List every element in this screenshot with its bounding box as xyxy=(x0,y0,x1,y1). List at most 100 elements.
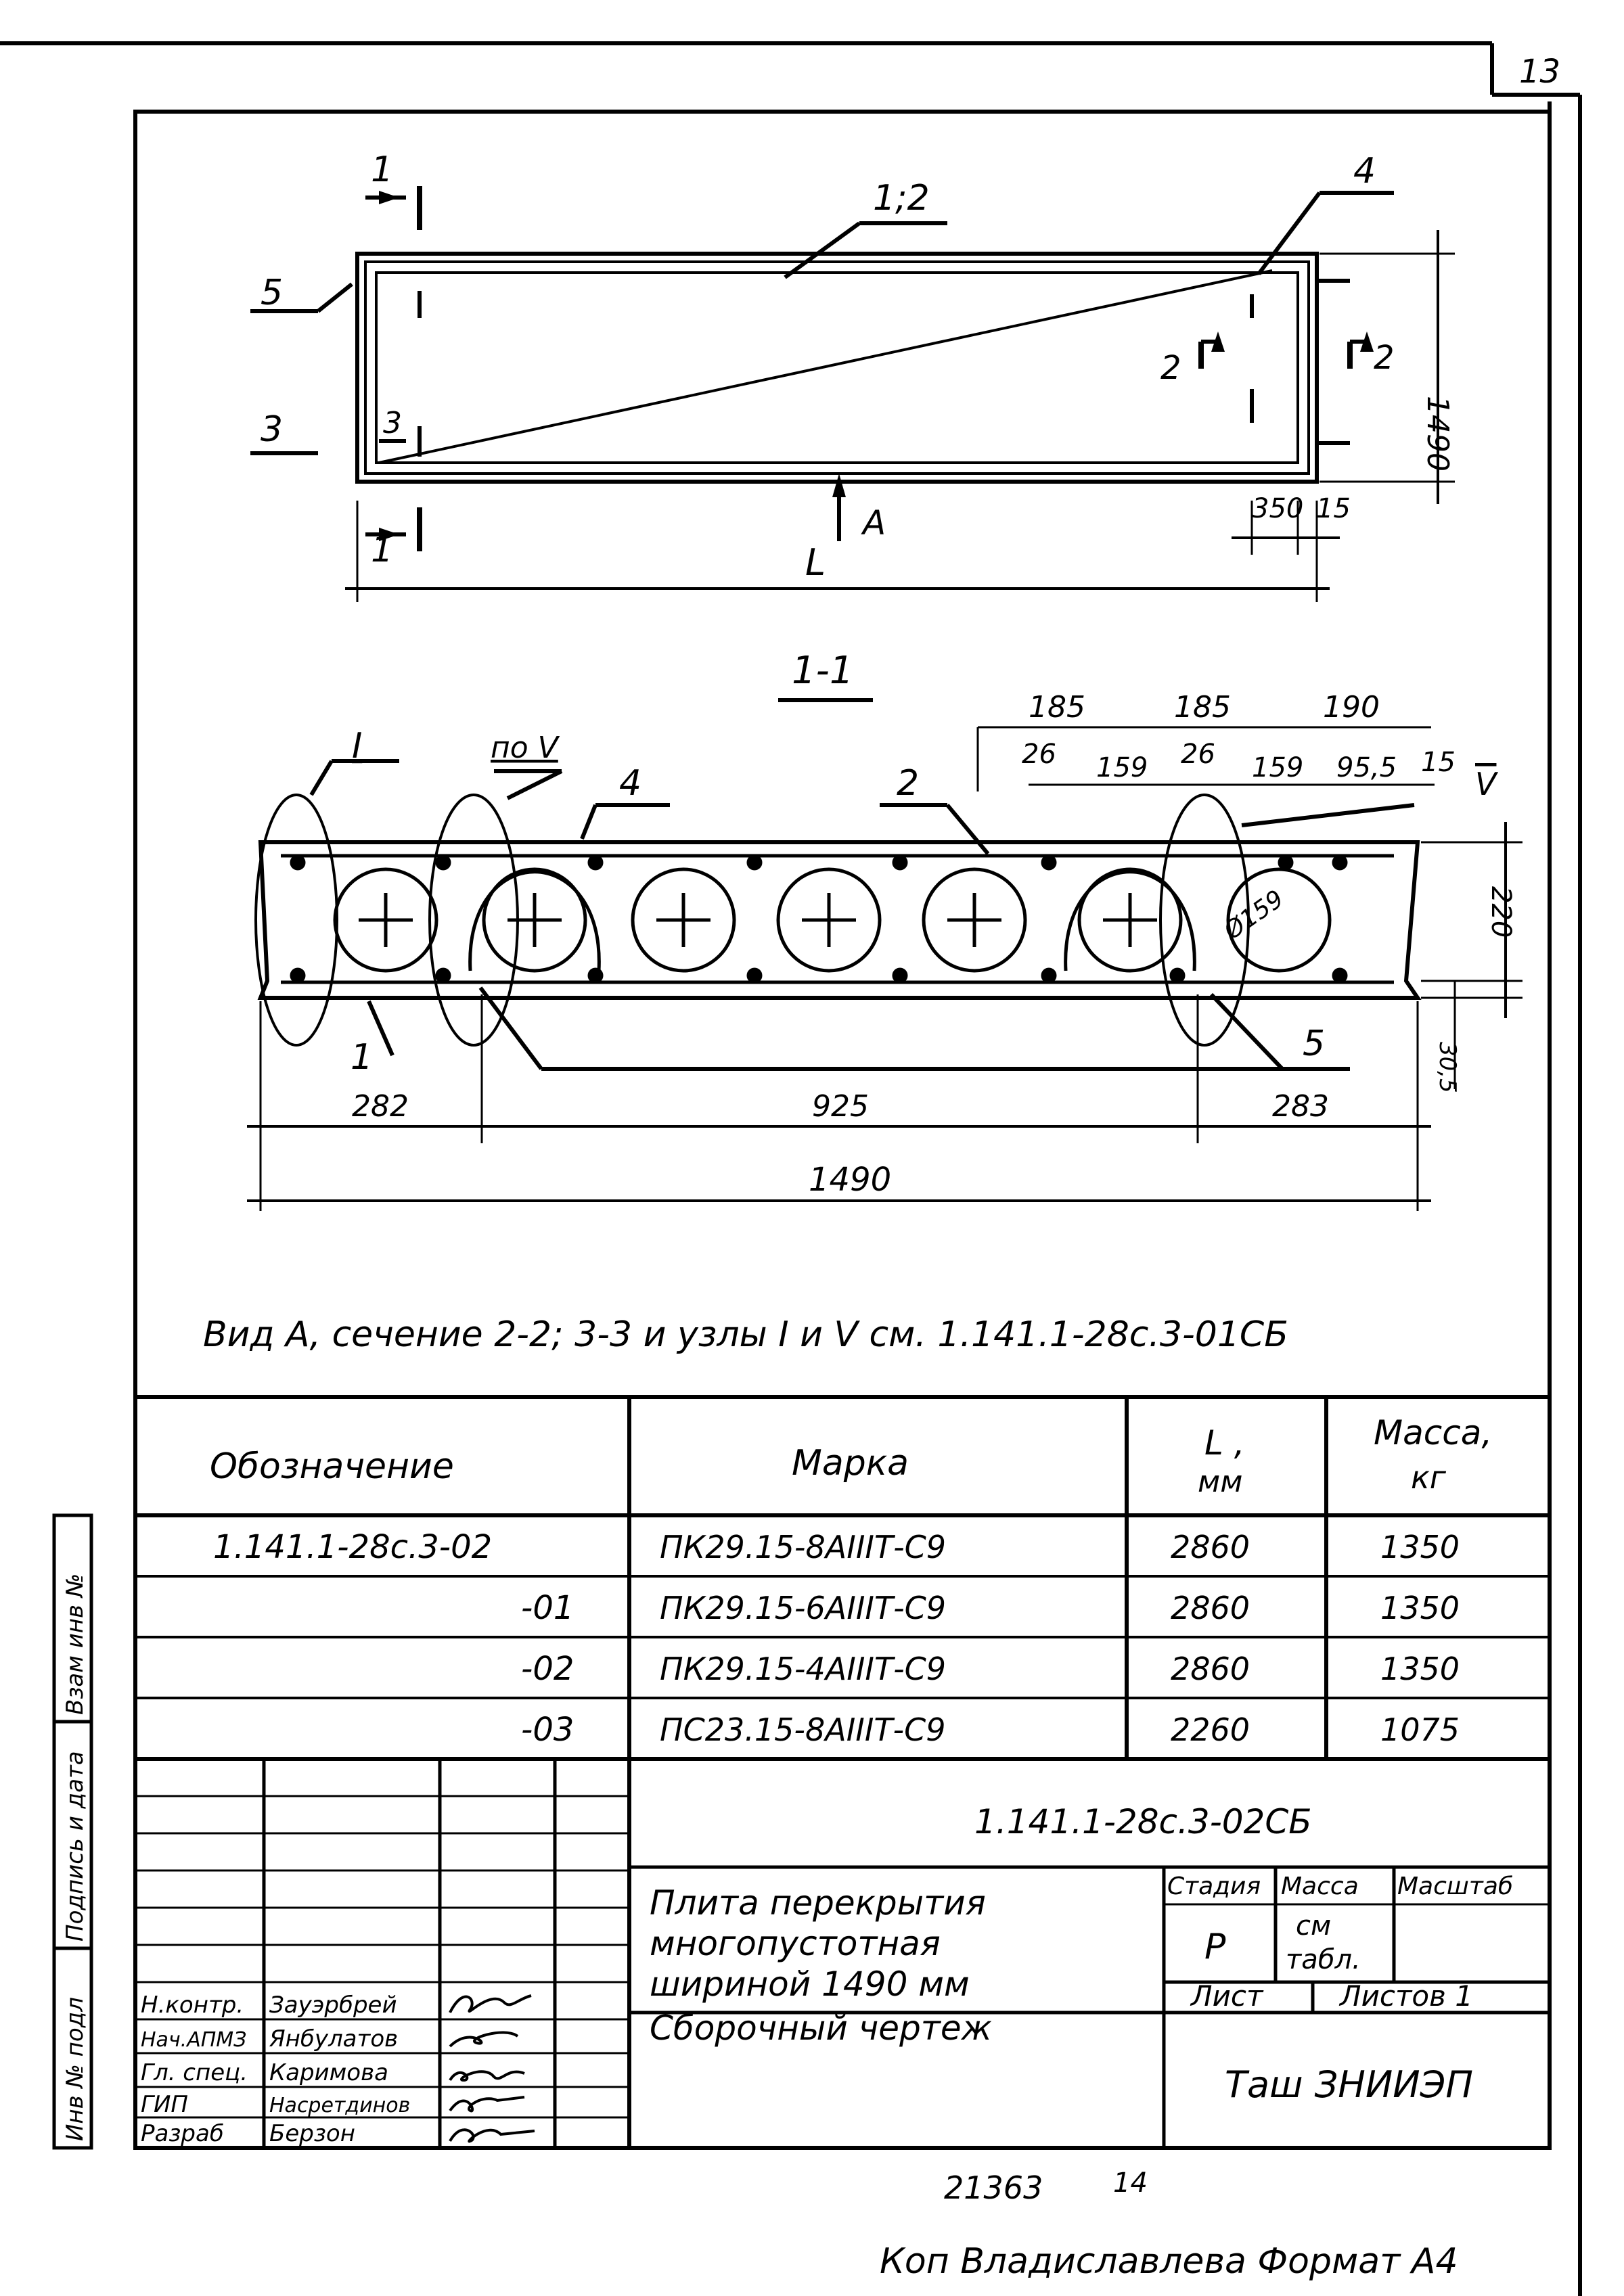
side-stamp xyxy=(52,1513,93,2150)
row-2-mass: 1350 xyxy=(1380,1590,1460,1626)
row-3-designation: -02 xyxy=(521,1650,574,1688)
rebar-dot xyxy=(290,967,306,984)
sheet-frame xyxy=(0,41,1582,2296)
sheet-number: 13 xyxy=(1519,53,1560,91)
spec-table xyxy=(135,1395,1550,2148)
section-outline xyxy=(257,840,1422,1000)
dim-350: 350 xyxy=(1252,493,1303,524)
title-line-4: Сборочный чертеж xyxy=(650,2008,992,2048)
callout-section-2-left: 2 xyxy=(1160,349,1181,387)
callout-4: 4 xyxy=(619,763,641,804)
header-mark: Марка xyxy=(792,1443,909,1484)
node-I-label: I xyxy=(352,726,362,766)
dim-185-b: 185 xyxy=(1174,690,1231,725)
rebar-dot xyxy=(1041,967,1057,984)
dim-159-b: 159 xyxy=(1252,752,1303,783)
rebar-dot xyxy=(746,854,763,871)
void-circle xyxy=(1077,867,1183,973)
role-2: Нач.АПМЗ xyxy=(141,2028,246,2052)
section-1-1: 1-1 xyxy=(247,649,1522,1211)
voids xyxy=(290,854,1348,984)
section-title: 1-1 xyxy=(792,649,853,693)
void-circle xyxy=(776,867,882,973)
dim-30-5: 30,5 xyxy=(1434,1042,1461,1093)
doc-code: 1.141.1-28с.3-02СБ xyxy=(974,1802,1312,1841)
rebar-dot xyxy=(587,967,604,984)
callout-section-1-bottom: 1 xyxy=(371,530,393,570)
row-4-mass: 1075 xyxy=(1380,1712,1460,1748)
void-circle xyxy=(333,867,438,973)
header-designation: Обозначение xyxy=(210,1446,454,1487)
bottom-sub-number: 14 xyxy=(1113,2167,1148,2199)
row-3-length: 2860 xyxy=(1171,1651,1250,1687)
table-rows: 1.141.1-28с.3-02 ПК29.15-8АIIIТ-С9 2860 … xyxy=(213,1528,1460,1749)
callout-1: 1 xyxy=(351,1037,373,1078)
role-1: Н.контр. xyxy=(141,1992,244,2019)
dim-15: 15 xyxy=(1316,493,1351,524)
dim-15: 15 xyxy=(1421,747,1456,778)
name-4: Насретдинов xyxy=(269,2094,410,2117)
row-1-mass: 1350 xyxy=(1380,1529,1460,1565)
dim-void-diameter: Ø159 xyxy=(1218,885,1289,946)
node-V-oval-left xyxy=(428,794,519,1047)
node-I-oval xyxy=(254,794,338,1047)
slab-inner-edge xyxy=(364,260,1310,475)
rebar-dot xyxy=(1332,854,1348,871)
rebar-dot xyxy=(1169,967,1186,984)
lifting-loop xyxy=(1064,870,1196,971)
role-3: Гл. спец. xyxy=(141,2059,248,2086)
stamp-inv-original: Инв № подл xyxy=(62,1997,89,2141)
dim-width-1490: 1490 xyxy=(1420,396,1455,472)
sheets-label: Листов 1 xyxy=(1338,1979,1473,2013)
signature-scribbles xyxy=(449,1994,535,2143)
header-length-1: L , xyxy=(1204,1423,1245,1463)
name-1: Зауэрбрей xyxy=(269,1992,397,2019)
dim-190: 190 xyxy=(1323,690,1380,725)
header-length-2: мм xyxy=(1198,1465,1242,1499)
mass-value-1: см xyxy=(1296,1910,1331,1942)
row-2-designation: -01 xyxy=(521,1589,574,1627)
dim-159-a: 159 xyxy=(1096,752,1148,783)
rebar-dot xyxy=(587,854,604,871)
scale-label: Масштаб xyxy=(1397,1873,1513,1900)
void-circle xyxy=(631,867,736,973)
rebar-dot xyxy=(1332,967,1348,984)
void-circle xyxy=(922,867,1027,973)
callout-section-2-right: 2 xyxy=(1374,339,1395,377)
dim-26-a: 26 xyxy=(1022,739,1056,770)
title-line-2: многопустотная xyxy=(650,1924,941,1963)
row-2-length: 2860 xyxy=(1171,1590,1250,1626)
sheet-label: Лист xyxy=(1190,1979,1264,2013)
callout-3-left: 3 xyxy=(261,409,283,450)
dim-282: 282 xyxy=(352,1089,409,1124)
rebar-dot xyxy=(746,967,763,984)
organization: Таш ЗНИИЭП xyxy=(1225,2063,1473,2106)
role-5: Разраб xyxy=(141,2120,224,2147)
role-4: ГИП xyxy=(141,2091,188,2118)
reference-note: Вид А, сечение 2-2; 3-3 и узлы I и V см.… xyxy=(203,1314,1288,1355)
row-1-designation: 1.141.1-28с.3-02 xyxy=(213,1528,492,1566)
rebar-dot xyxy=(290,854,306,871)
row-3-mark: ПК29.15-4АIIIТ-С9 xyxy=(660,1651,946,1687)
row-4-designation: -03 xyxy=(521,1711,574,1749)
dim-925: 925 xyxy=(812,1089,869,1124)
signature-roles: Н.контр. Зауэрбрей Нач.АПМЗ Янбулатов Гл… xyxy=(141,1992,410,2147)
header-mass-2: кг xyxy=(1411,1459,1447,1496)
stamp-sign-date: Подпись и дата xyxy=(62,1751,89,1942)
title-line-3: шириной 1490 мм xyxy=(650,1965,970,2004)
dim-283: 283 xyxy=(1272,1089,1329,1124)
rebar-dot xyxy=(892,854,908,871)
rebar-dot xyxy=(1041,854,1057,871)
row-3-mass: 1350 xyxy=(1380,1651,1460,1687)
stamp-replace-inv: Взам инв № xyxy=(62,1574,89,1715)
slab-core-edge xyxy=(375,271,1299,464)
dim-185-a: 185 xyxy=(1029,690,1085,725)
dim-95-5: 95,5 xyxy=(1336,752,1397,783)
row-1-length: 2860 xyxy=(1171,1529,1250,1565)
callout-1-2: 1;2 xyxy=(873,178,930,219)
name-2: Янбулатов xyxy=(269,2025,398,2052)
copy-format-line: Коп Владиславлева Формат А4 xyxy=(880,2241,1458,2282)
slab-diagonal xyxy=(378,269,1273,464)
void-circle xyxy=(482,867,587,973)
plan-view: 1 1 1;2 4 5 3 3 2 2 А L 1490 350 15 xyxy=(250,150,1455,602)
